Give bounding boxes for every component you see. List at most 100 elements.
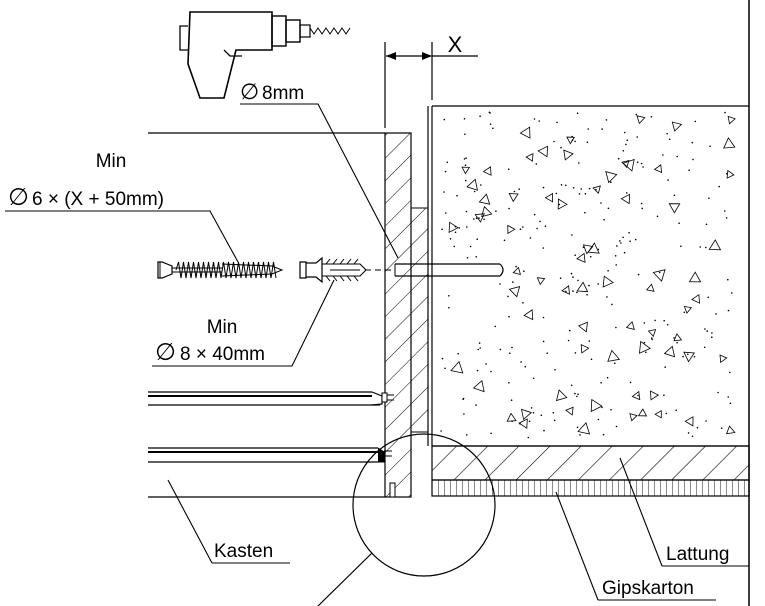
concrete-dot	[503, 239, 506, 242]
concrete-dot	[629, 381, 632, 384]
concrete-dot	[650, 116, 653, 118]
concrete-dot	[645, 351, 647, 354]
aggregate-stone	[683, 351, 696, 363]
concrete-dot	[449, 238, 452, 240]
concrete-dot	[475, 255, 478, 258]
concrete-dot	[567, 339, 570, 342]
concrete-dot	[509, 352, 511, 355]
concrete-dot	[515, 265, 517, 268]
concrete-dot	[512, 281, 514, 283]
concrete-dot	[473, 218, 475, 220]
concrete-dot	[489, 123, 492, 125]
concrete-dot	[625, 143, 627, 146]
concrete-dot	[466, 257, 469, 259]
shelf-lower	[148, 447, 392, 463]
concrete-texture	[440, 111, 736, 439]
gap-label: X	[448, 32, 463, 57]
aggregate-stone	[602, 275, 614, 288]
concrete-dot	[543, 429, 545, 432]
concrete-dot	[694, 120, 697, 123]
concrete-dot	[574, 352, 577, 354]
concrete-dot	[610, 409, 612, 411]
concrete-dot	[640, 202, 643, 205]
concrete-dot	[578, 193, 581, 195]
aggregate-stone	[461, 166, 471, 175]
concrete-dot	[623, 251, 626, 254]
concrete-dot	[508, 382, 510, 384]
concrete-dot	[603, 218, 605, 221]
concrete-dot	[489, 112, 491, 114]
plug-rib	[325, 258, 331, 282]
concrete-dot	[663, 319, 665, 322]
concrete-dot	[602, 433, 605, 436]
drill-diameter-label: 8mm	[262, 83, 304, 104]
dowel-min-label: Min	[207, 317, 238, 338]
concrete-dot	[469, 245, 472, 248]
concrete-dot	[448, 306, 450, 309]
aggregate-stone	[518, 418, 528, 429]
aggregate-stone	[625, 321, 635, 330]
aggregate-stone	[561, 285, 570, 295]
concrete-dot	[643, 341, 646, 344]
concrete-dot	[692, 158, 694, 161]
aggregate-stone	[536, 277, 546, 286]
aggregate-stone	[520, 408, 532, 421]
concrete-dot	[576, 112, 579, 114]
concrete-dot	[519, 228, 522, 230]
concrete-dot	[443, 118, 446, 121]
concrete-dot	[554, 369, 556, 371]
plug-rib	[339, 258, 345, 282]
concrete-dot	[524, 365, 527, 368]
concrete-dot	[580, 188, 582, 190]
batten	[431, 445, 750, 481]
concrete-dot	[584, 211, 586, 214]
concrete-dot	[601, 406, 603, 409]
concrete-dot	[688, 169, 690, 171]
shelf-upper	[148, 391, 394, 406]
concrete-dot	[683, 311, 686, 314]
concrete-dot	[513, 190, 516, 193]
concrete-dot	[641, 207, 643, 210]
concrete-dot	[507, 295, 509, 298]
concrete-dot	[637, 394, 639, 397]
concrete-dot	[536, 227, 538, 230]
concrete-dot	[465, 179, 467, 182]
concrete-dot	[533, 213, 536, 216]
concrete-dot	[446, 161, 449, 164]
dowel-size-label: 8 × 40mm	[180, 344, 265, 365]
aggregate-stone	[645, 283, 655, 292]
concrete-dot	[615, 326, 617, 329]
concrete-dot	[463, 413, 465, 415]
concrete-dot	[464, 133, 466, 136]
concrete-dot	[663, 394, 665, 397]
concrete-dot	[485, 363, 487, 365]
concrete-dot	[731, 292, 733, 294]
concrete-dot	[556, 121, 558, 124]
cabinet-back-panel	[384, 132, 412, 498]
concrete-dot	[584, 192, 587, 195]
concrete-dot	[607, 207, 610, 210]
aggregate-stone	[727, 115, 736, 125]
aggregate-stone	[636, 115, 646, 125]
concrete-dot	[666, 132, 668, 135]
concrete-dot	[614, 362, 616, 365]
concrete-dot	[678, 222, 680, 224]
concrete-dot	[588, 187, 591, 190]
concrete-dot	[476, 369, 479, 372]
dowel-diameter-symbol: ∅	[155, 339, 176, 366]
concrete-dot	[490, 432, 492, 435]
concrete-dot	[466, 226, 468, 228]
concrete-dot	[705, 223, 708, 226]
concrete-dot	[611, 303, 613, 306]
concrete-dot	[465, 210, 468, 213]
concrete-dot	[699, 246, 701, 248]
aggregate-stone	[654, 409, 662, 419]
aggregate-stone	[629, 413, 638, 422]
plug-rib	[332, 258, 338, 282]
concrete-dot	[510, 399, 513, 402]
concrete-dot	[572, 187, 575, 189]
concrete-dot	[576, 395, 578, 398]
aggregate-stone	[587, 242, 600, 254]
concrete-dot	[687, 432, 690, 434]
concrete-dot	[586, 294, 588, 296]
